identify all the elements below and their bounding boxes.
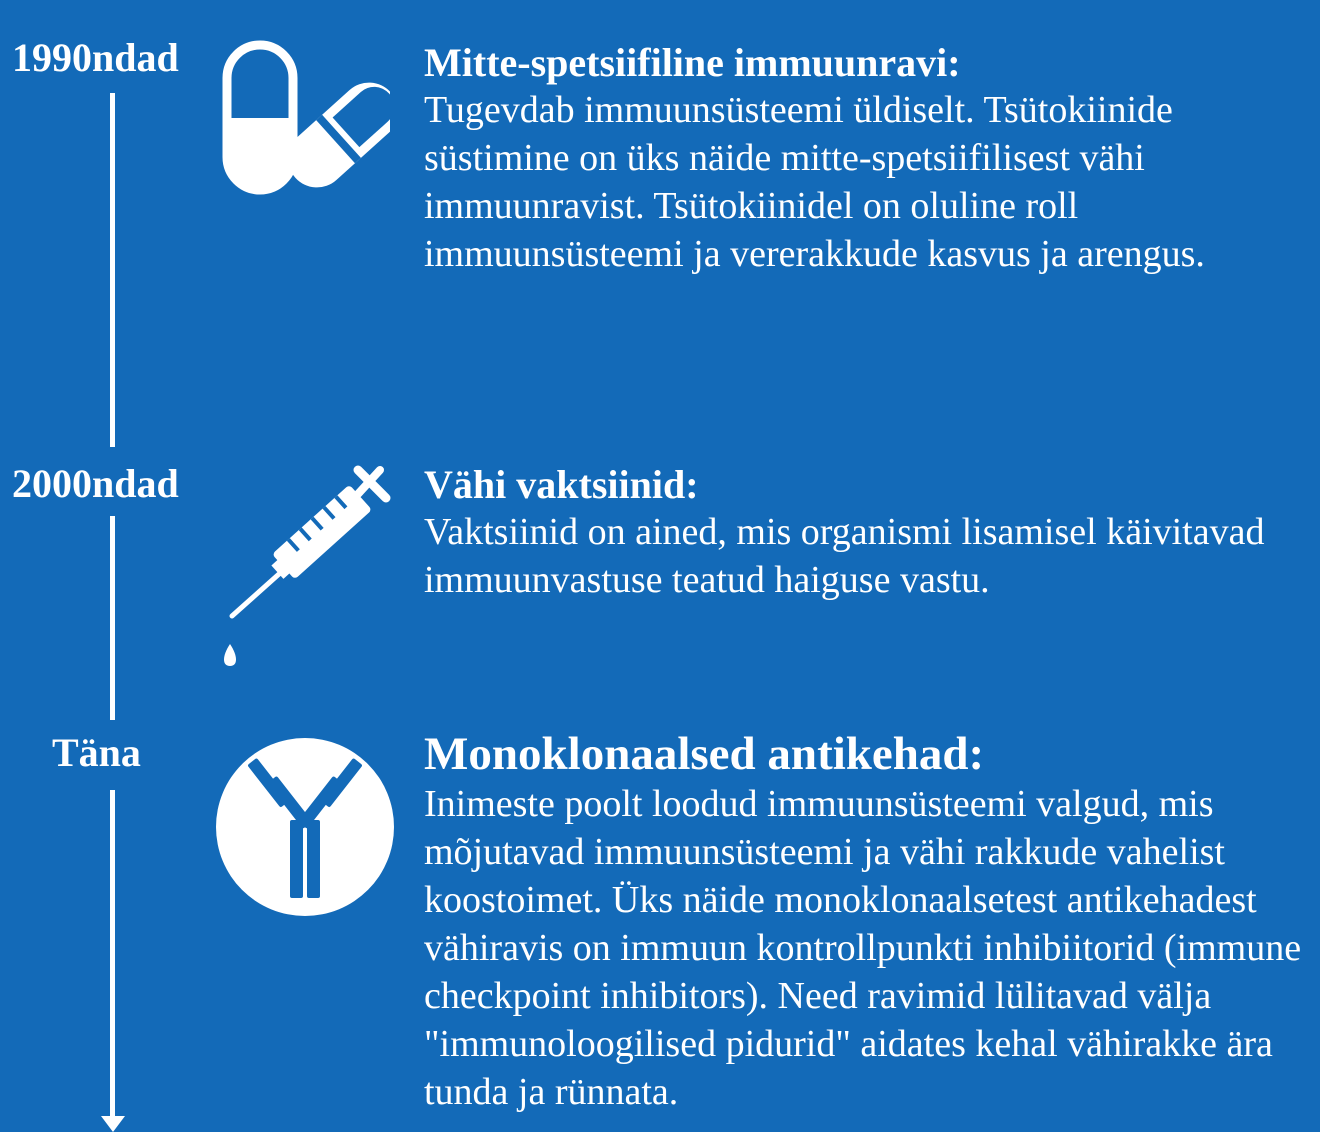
entry-2000s: Vähi vaktsiinid: Vaktsiinid on ained, mi… <box>424 462 1274 604</box>
entry-title: Monoklonaalsed antikehad: <box>424 728 985 780</box>
entry-title: Vähi vaktsiinid: <box>424 462 699 507</box>
entry-description: Inimeste poolt loodud immuunsüsteemi val… <box>424 783 1302 1113</box>
timeline-line-segment-3 <box>110 790 115 1120</box>
syringe-icon <box>210 456 395 671</box>
entry-description: Vaktsiinid on ained, mis organismi lisam… <box>424 511 1265 601</box>
entry-description: Tugevdab immuunsüsteemi üldiselt. Tsütok… <box>424 89 1205 275</box>
timeline-arrow-icon <box>101 1116 125 1132</box>
antibody-icon <box>216 738 394 916</box>
timeline-line-segment-2 <box>110 516 115 720</box>
era-label-1990s: 1990ndad <box>12 35 179 80</box>
capsule-pills-icon <box>215 35 399 195</box>
timeline-line-segment-1 <box>110 93 115 447</box>
entry-title: Mitte-spetsiifiline immuunravi: <box>424 40 961 85</box>
entry-1990s: Mitte-spetsiifiline immuunravi: Tugevdab… <box>424 40 1320 278</box>
entry-today: Monoklonaalsed antikehad: Inimeste poolt… <box>424 728 1320 1116</box>
era-label-2000s: 2000ndad <box>12 461 179 506</box>
era-label-today: Täna <box>52 730 141 775</box>
